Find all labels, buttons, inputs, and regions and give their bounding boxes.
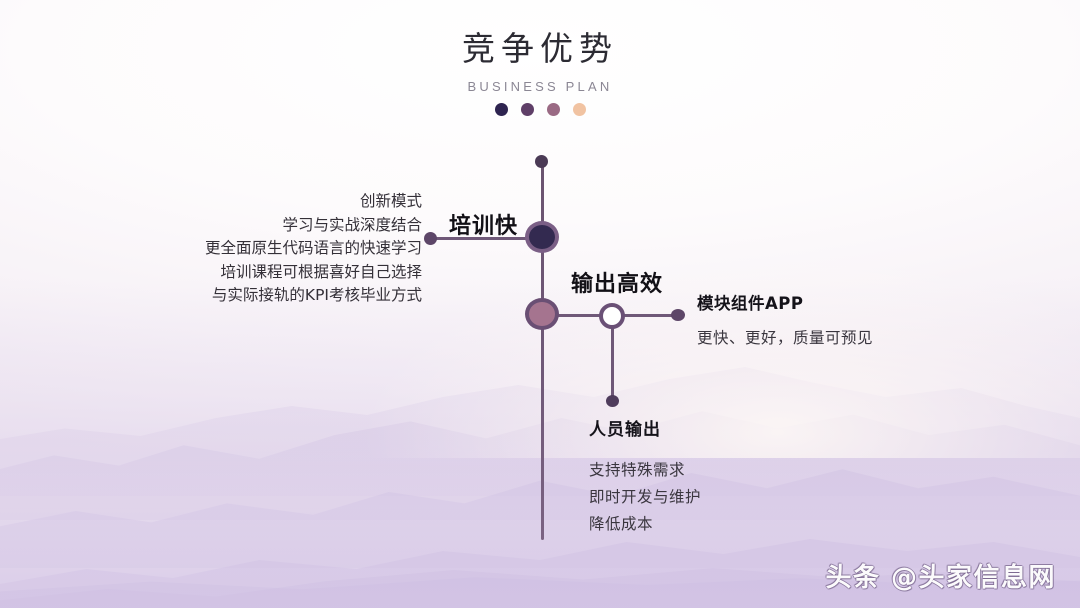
app-module-title: 模块组件APP bbox=[697, 294, 804, 313]
header-dot-2 bbox=[520, 103, 534, 116]
training-detail-item-1: 创新模式 bbox=[359, 192, 422, 210]
slide-header: 竞争优势 BUSINESS PLAN bbox=[0, 22, 1080, 116]
staff-output-title: 人员输出 bbox=[589, 420, 661, 440]
training-detail-list: 创新模式 学习与实战深度结合 更全面原生代码语言的快速学习 培训课程可根据喜好自… bbox=[0, 190, 422, 308]
branch-endpoint-dot-training bbox=[424, 232, 437, 245]
main-vertical-connector bbox=[541, 161, 544, 540]
staff-output-list: 支持特殊需求 即时开发与维护 降低成本 bbox=[589, 457, 701, 538]
training-detail-item-3: 更全面原生代码语言的快速学习 bbox=[204, 239, 422, 257]
staff-output-item-2: 即时开发与维护 bbox=[589, 488, 702, 506]
branch-endpoint-dot-staff bbox=[606, 395, 619, 407]
staff-output-item-3: 降低成本 bbox=[589, 515, 654, 533]
label-output-efficient: 输出高效 bbox=[571, 272, 664, 297]
node-training[interactable] bbox=[525, 221, 559, 253]
staff-output-block: 人员输出 支持特殊需求 即时开发与维护 降低成本 bbox=[589, 415, 701, 538]
app-module-block: 模块组件APP 更快、更好，质量可预见 bbox=[697, 290, 873, 348]
header-dot-3 bbox=[546, 103, 560, 116]
training-detail-item-5: 与实际接轨的KPI考核毕业方式 bbox=[211, 286, 422, 304]
watermark: 头条 @头家信息网 bbox=[825, 563, 1056, 593]
label-training-fast: 培训快 bbox=[449, 214, 519, 239]
page-title: 竞争优势 bbox=[462, 29, 618, 68]
node-junction-hollow[interactable] bbox=[599, 303, 625, 329]
decorative-dot-row bbox=[0, 103, 1080, 116]
app-module-desc: 更快、更好，质量可预见 bbox=[697, 329, 874, 347]
node-output[interactable] bbox=[525, 298, 559, 330]
branch-connector-staff bbox=[611, 316, 614, 402]
timeline-top-endpoint-dot bbox=[535, 155, 548, 168]
header-dot-4 bbox=[572, 103, 586, 116]
training-detail-item-2: 学习与实战深度结合 bbox=[282, 215, 422, 234]
training-detail-item-4: 培训课程可根据喜好自己选择 bbox=[220, 262, 422, 281]
staff-output-item-1: 支持特殊需求 bbox=[589, 461, 686, 479]
page-subtitle: BUSINESS PLAN bbox=[467, 79, 613, 94]
branch-endpoint-dot-app bbox=[671, 309, 685, 321]
header-dot-1 bbox=[494, 103, 508, 116]
branch-connector-training bbox=[430, 237, 545, 240]
